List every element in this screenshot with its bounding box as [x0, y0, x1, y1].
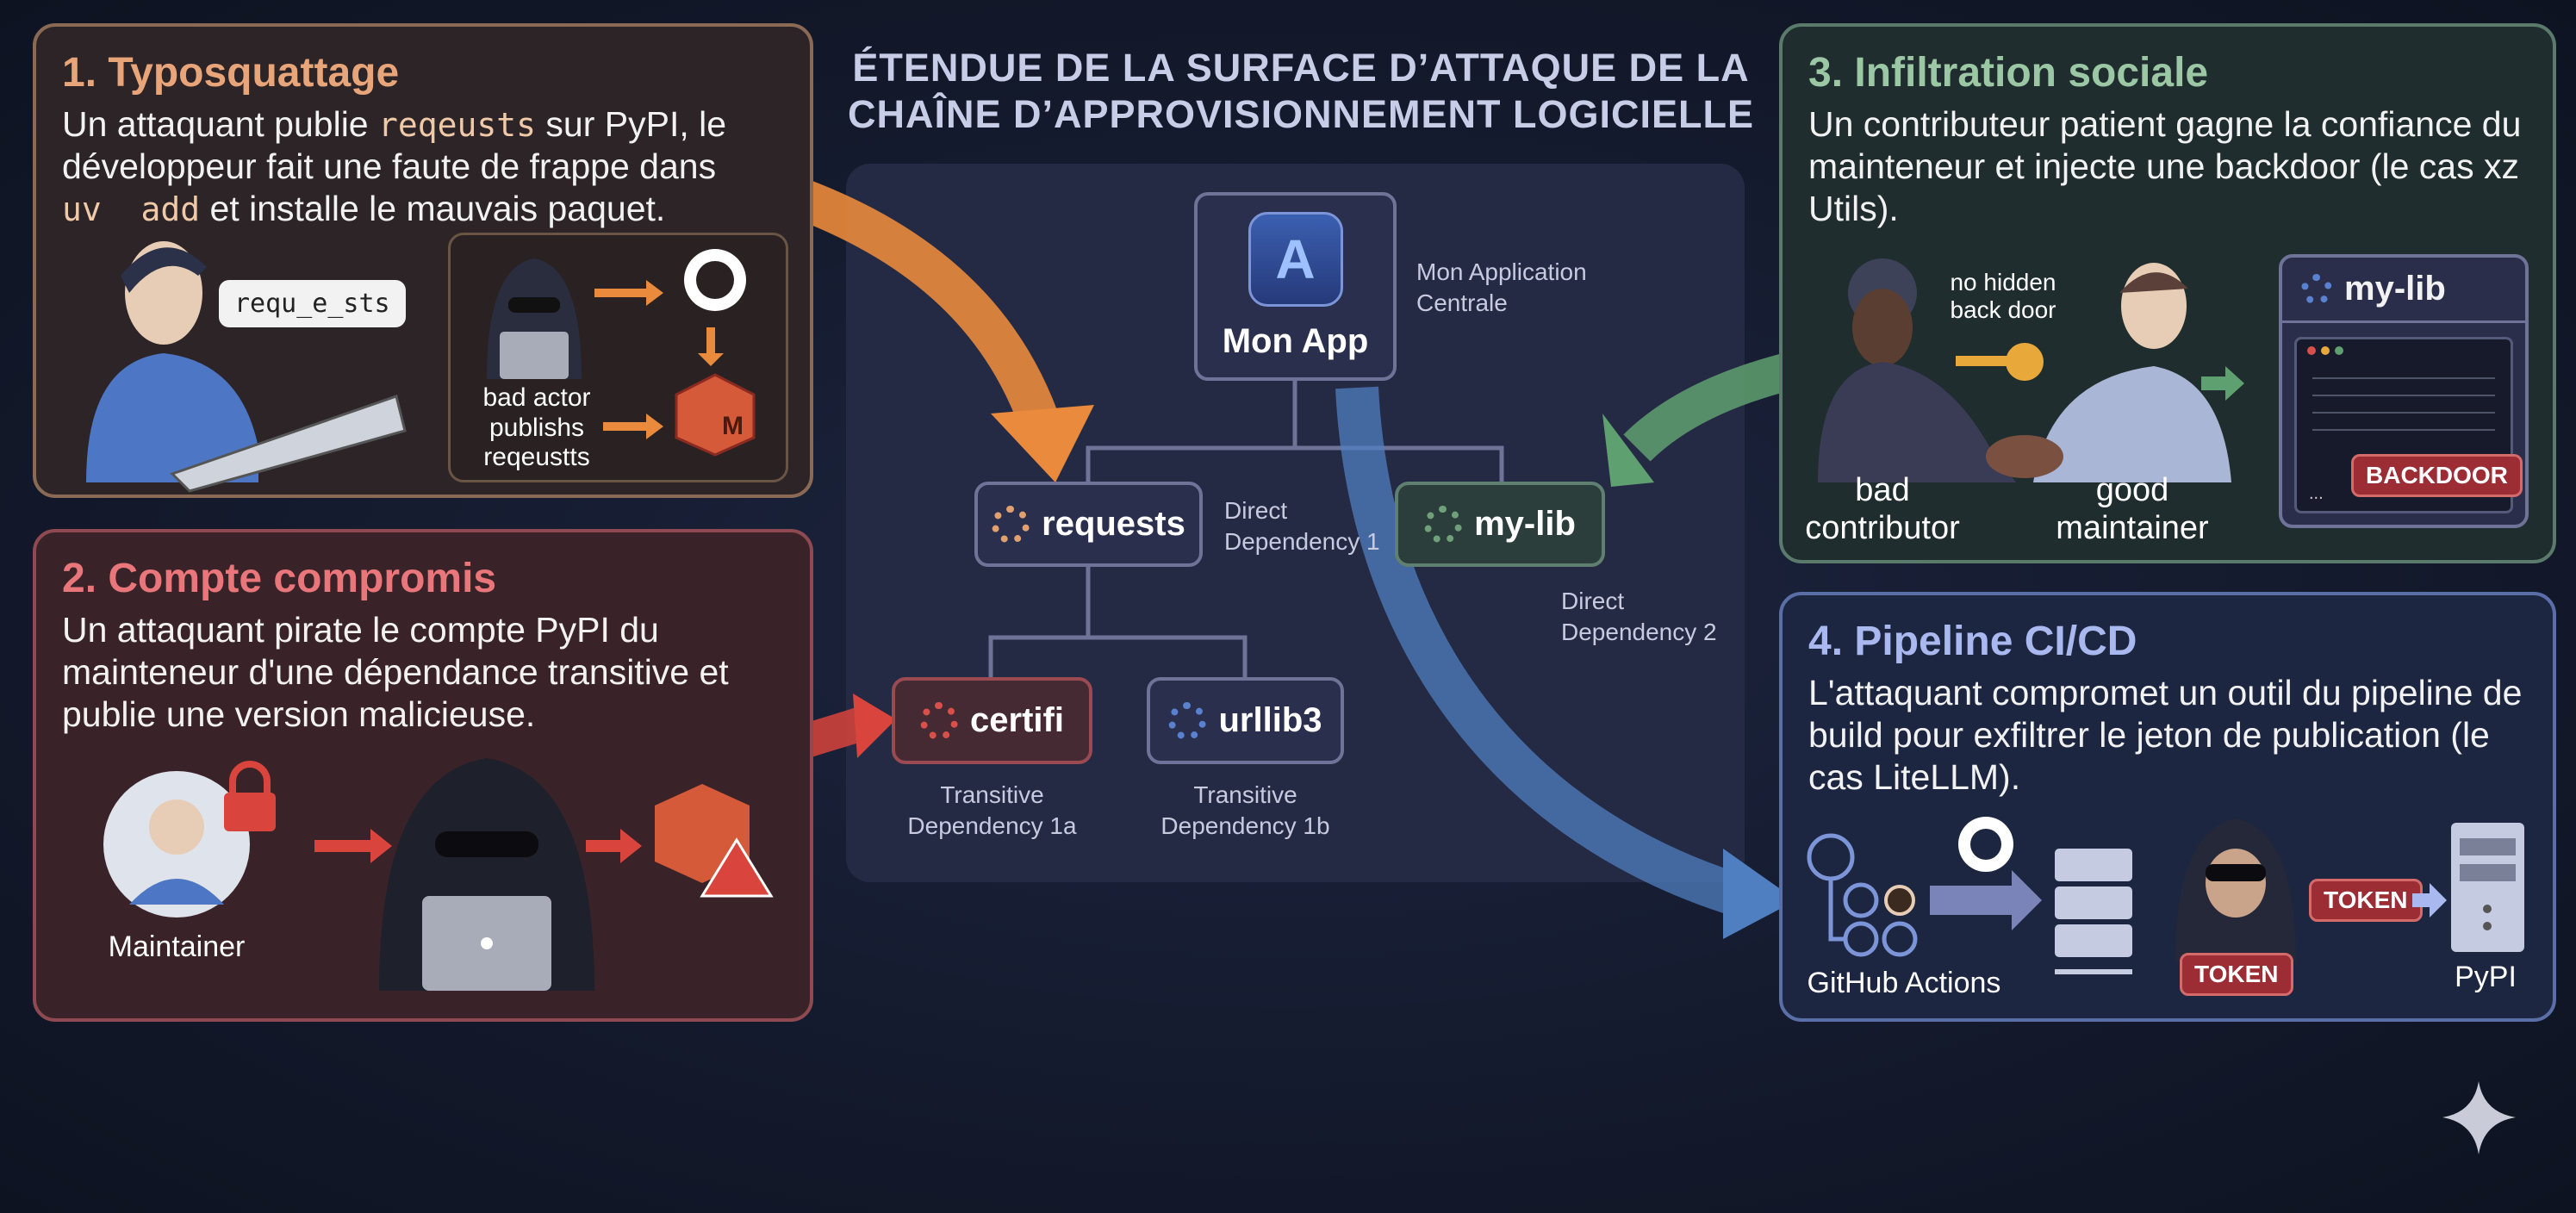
pypi-server-icon	[2451, 823, 2524, 952]
token-badge: TOKEN	[2180, 953, 2293, 996]
backdoor-badge: BACKDOOR	[2351, 454, 2523, 497]
node-label: requests	[1042, 505, 1185, 543]
token-badge: TOKEN	[2309, 879, 2423, 922]
title-line-2: CHAÎNE D’APPROVISIONNEMENT LOGICIELLE	[847, 92, 1755, 136]
flow-arrows	[594, 280, 724, 439]
malicious-package-icon	[675, 373, 756, 457]
panel-text: Un attaquant publie reqeusts sur PyPI, l…	[62, 103, 784, 231]
github-actions-icon	[1807, 833, 1918, 957]
code-ellipsis: ...	[2309, 484, 2324, 503]
gear-icon	[920, 701, 959, 740]
panel-heading: 4. Pipeline CI/CD	[1808, 619, 2137, 664]
code-lines	[2312, 369, 2495, 446]
node-label: Mon App	[1222, 322, 1369, 360]
certifi-description: Transitive Dependency 1a	[907, 781, 1077, 840]
maintainer-caption: Maintainer	[108, 930, 246, 963]
gear-icon	[1424, 505, 1463, 544]
node-certifi[interactable]: certifi	[892, 677, 1092, 764]
pypi-caption: PyPI	[2455, 961, 2517, 993]
text: Un attaquant publie	[62, 104, 378, 144]
blue-attack-arrow	[1335, 386, 1747, 917]
gear-icon	[992, 505, 1030, 544]
panel-text: Un attaquant pirate le compte PyPI du ma…	[62, 610, 729, 735]
panel-heading: 1. Typosquattage	[62, 50, 400, 96]
flow-arrows	[314, 829, 642, 863]
typed-command-bubble: requ_e_sts	[219, 280, 406, 327]
hacker-icon	[379, 758, 594, 991]
urllib3-description: Transitive Dependency 1b	[1160, 781, 1330, 840]
node-label: urllib3	[1218, 701, 1322, 739]
package-letter: M	[722, 412, 744, 440]
node-label: my-lib	[1474, 505, 1576, 543]
node-my-lib[interactable]: my-lib	[1395, 482, 1605, 567]
app-description: Mon Application Centrale	[1416, 258, 1587, 317]
panel-text: L'attaquant compromet un outil du pipeli…	[1808, 673, 2523, 798]
exfil-arrow	[1930, 870, 2042, 930]
node-urllib3[interactable]: urllib3	[1147, 677, 1344, 764]
panel-heading: 3. Infiltration sociale	[1808, 50, 2209, 96]
green-arrow	[2201, 366, 2244, 401]
text: et installe le mauvais paquet.	[200, 189, 666, 229]
lib-name: my-lib	[2344, 270, 2446, 308]
maintainer-avatar	[103, 771, 250, 918]
app-store-icon: A	[1248, 212, 1343, 307]
gear-icon	[2301, 273, 2332, 305]
key-caption: no hidden back door	[1950, 269, 2056, 324]
my-lib-window: my-lib ... BACKDOOR	[2279, 254, 2529, 528]
title-line-1: ÉTENDUE DE LA SURFACE D’ATTAQUE DE LA	[852, 46, 1750, 90]
code: uv add	[62, 190, 201, 229]
server-icon	[2055, 849, 2132, 974]
window-header: my-lib	[2282, 258, 2525, 323]
github-icon	[1958, 817, 2013, 872]
good-maintainer-caption: good maintainer	[2056, 472, 2209, 546]
bad-actor-caption: bad actor publishs reqeustts	[482, 383, 591, 471]
orange-attack-arrow	[768, 170, 1062, 438]
text: sur PyPI, le développeur fait une faute …	[62, 104, 727, 187]
key-icon	[1956, 343, 2044, 381]
requests-description: Direct Dependency 1	[1224, 497, 1380, 556]
github-actions-caption: GitHub Actions	[1807, 967, 2001, 999]
handshake-illustration	[1818, 258, 2231, 482]
node-label: certifi	[970, 701, 1064, 739]
node-mon-app[interactable]: A Mon App	[1194, 192, 1397, 381]
green-attack-arrow	[1623, 351, 1797, 462]
hacker-icon	[487, 258, 582, 379]
window-dots	[2297, 339, 2511, 362]
upload-arrow	[2412, 883, 2447, 918]
gear-icon	[1168, 701, 1207, 740]
node-requests[interactable]: requests	[974, 482, 1203, 567]
github-icon	[684, 249, 746, 311]
sparkle-icon	[2442, 1081, 2516, 1154]
code: reqeusts	[378, 106, 537, 144]
bad-contributor-caption: bad contributor	[1805, 472, 1960, 546]
hacker-icon	[2175, 818, 2296, 961]
panel-text: Un contributeur patient gagne la confian…	[1808, 104, 2522, 229]
panel-heading: 2. Compte compromis	[62, 556, 497, 601]
developer-illustration	[86, 241, 407, 493]
compromised-package-icon	[655, 784, 774, 898]
my-lib-description: Direct Dependency 2	[1561, 588, 1717, 646]
lock-icon	[224, 761, 276, 831]
